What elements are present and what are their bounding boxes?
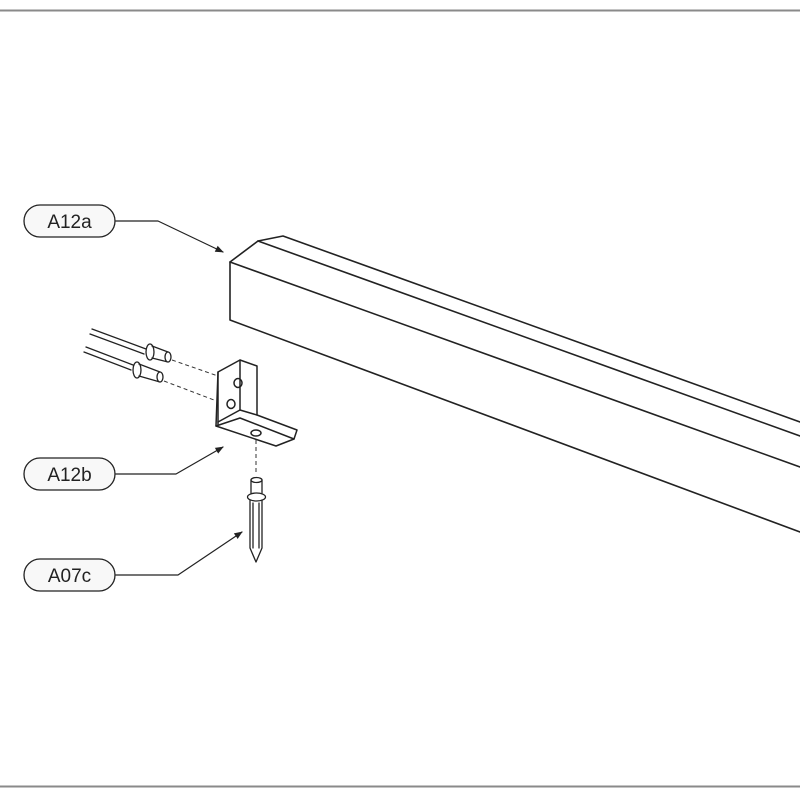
bracket-hole-icon <box>250 429 262 437</box>
page-frame <box>0 9 800 788</box>
bracket-hole-icon <box>233 377 243 389</box>
callout-a07c: A07c <box>23 558 116 592</box>
bracket-hole-icon <box>226 398 236 410</box>
bar-part <box>229 235 800 533</box>
callout-a12a: A12a <box>23 204 116 238</box>
callout-label: A12b <box>47 465 91 486</box>
callout-label: A12a <box>47 212 92 233</box>
leader-lines <box>115 220 243 576</box>
angle-bracket <box>215 359 298 447</box>
callout-label: A07c <box>48 566 91 587</box>
rivet-pair <box>83 328 172 383</box>
alignment-lines <box>163 359 257 472</box>
pop-rivet <box>246 476 267 563</box>
callout-a12b: A12b <box>23 457 116 491</box>
